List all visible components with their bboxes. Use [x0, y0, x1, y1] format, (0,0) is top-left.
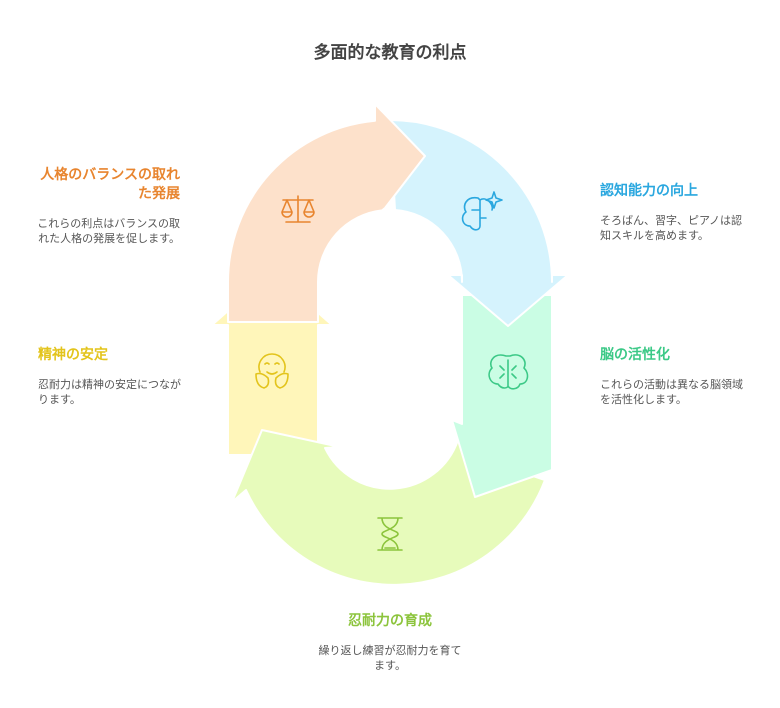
hugging-face-icon	[255, 353, 289, 389]
hourglass-icon	[377, 517, 403, 551]
label-title: 人格のバランスの取れた発展	[40, 167, 180, 202]
label-description: これらの利点はバランスの取れた人格の発展を促します。	[37, 217, 180, 245]
label-title: 認知能力の向上	[600, 183, 698, 199]
balance-scale-icon	[281, 195, 315, 223]
label-brain-activation: 脳の活性化 これらの活動は異なる脳領域を活性化します。	[600, 346, 750, 407]
brain-icon	[488, 354, 529, 390]
segment-cognitive	[389, 119, 569, 327]
segment-balanced-development	[227, 103, 426, 323]
label-balanced-development: 人格のバランスの取れた発展 これらの利点はバランスの取れた人格の発展を促します。	[30, 166, 180, 246]
label-patience: 忍耐力の育成 繰り返し練習が忍耐力を育てます。	[315, 612, 465, 673]
label-title: 忍耐力の育成	[348, 613, 432, 629]
label-description: 繰り返し練習が忍耐力を育てます。	[318, 644, 462, 672]
label-title: 精神の安定	[38, 347, 108, 363]
segment-brain-activation	[451, 294, 553, 498]
label-description: これらの活動は異なる脳領域を活性化します。	[600, 378, 743, 406]
label-description: そろばん、習字、ピアノは認知スキルを高めます。	[600, 214, 743, 242]
label-mental-stability: 精神の安定 忍耐力は精神の安定につながります。	[38, 346, 188, 407]
label-description: 忍耐力は精神の安定につながります。	[38, 378, 181, 406]
label-cognitive: 認知能力の向上 そろばん、習字、ピアノは認知スキルを高めます。	[600, 182, 750, 243]
brain-sparkle-icon	[461, 191, 503, 231]
diagram-title: 多面的な教育の利点	[313, 43, 467, 63]
label-title: 脳の活性化	[600, 347, 670, 363]
